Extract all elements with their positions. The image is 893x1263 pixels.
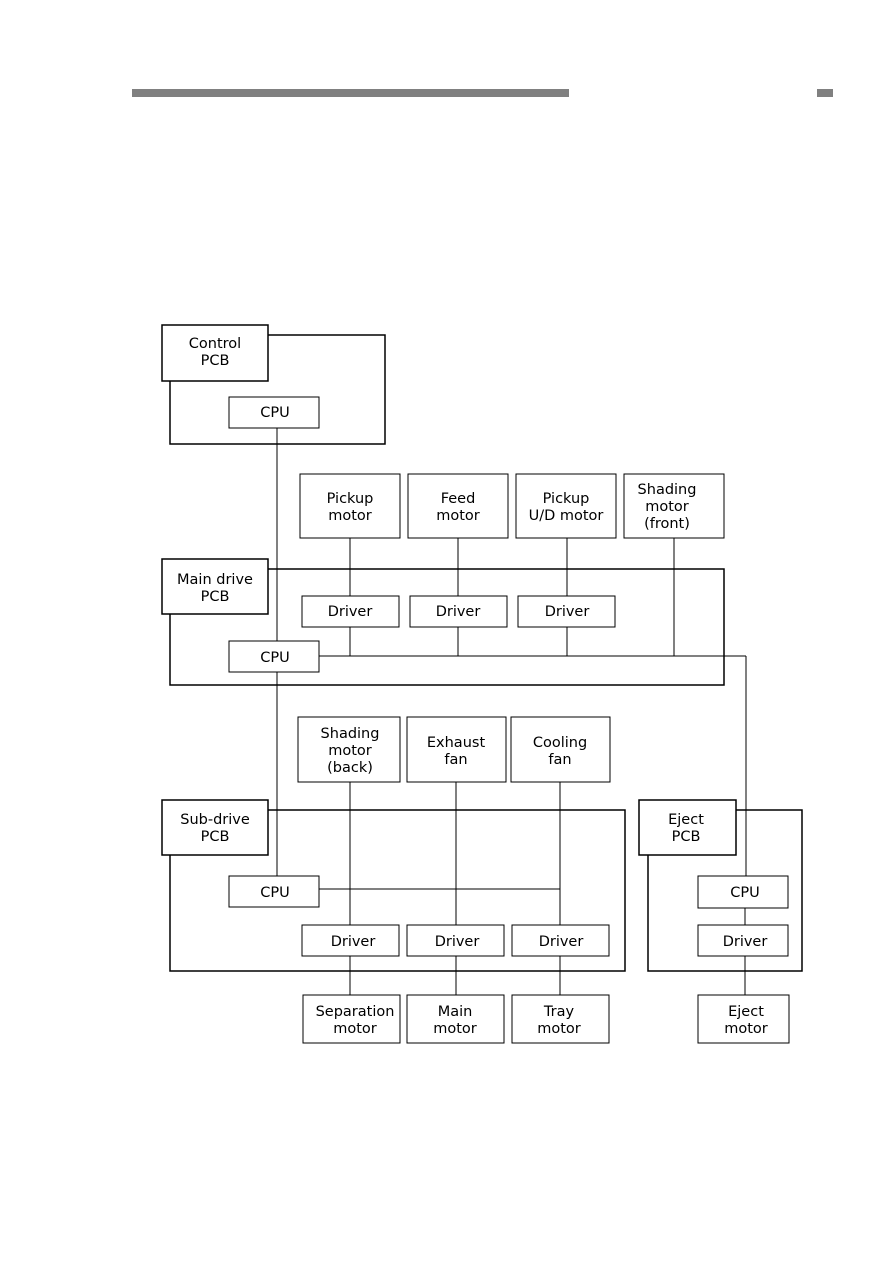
- shading-motor-front-box: [623, 473, 725, 539]
- control-cpu-box: [228, 396, 320, 429]
- eject-pcb-label-box: [638, 799, 737, 856]
- main-driver-box: [409, 595, 508, 628]
- sub-driver-box: [406, 924, 505, 957]
- eject-cpu-box: [697, 875, 789, 909]
- sub-drive-pcb-frame: [169, 809, 626, 972]
- eject-driver-label: Driver: [723, 934, 768, 950]
- control-pcb-label-box: [161, 324, 269, 382]
- cooling-fan-box: [510, 716, 611, 783]
- control-cpu-label: CPU: [260, 405, 289, 421]
- sub-cpu-box: [228, 875, 320, 908]
- main-cpu-label: CPU: [260, 650, 289, 666]
- exhaust-fan-box: [406, 716, 507, 783]
- separation-motor-box: [302, 994, 401, 1044]
- main-driver-label: Driver: [545, 604, 590, 620]
- eject-cpu-label: CPU: [730, 885, 759, 901]
- main-motor-box: [406, 994, 505, 1044]
- header-rule-long: [132, 89, 569, 97]
- sub-cpu-label: CPU: [260, 885, 289, 901]
- sub-driver-label: Driver: [539, 934, 584, 950]
- header-rule-short: [817, 89, 833, 97]
- sub-driver-label: Driver: [331, 934, 376, 950]
- tray-motor-box: [511, 994, 610, 1044]
- eject-motor-box: [697, 994, 790, 1044]
- sub-driver-box: [511, 924, 610, 957]
- feed-motor-box: [407, 473, 509, 539]
- main-driver-label: Driver: [436, 604, 481, 620]
- main-cpu-box: [228, 640, 320, 673]
- connection-lines: [276, 428, 747, 995]
- main-drive-pcb-label-box: [161, 558, 269, 615]
- main-driver-box: [301, 595, 400, 628]
- main-driver-box: [517, 595, 616, 628]
- main-driver-label: Driver: [328, 604, 373, 620]
- main-drive-pcb-frame: [169, 568, 725, 686]
- eject-driver-box: [697, 924, 789, 957]
- sub-driver-label: Driver: [435, 934, 480, 950]
- sub-drive-pcb-label-box: [161, 799, 269, 856]
- control-pcb-frame: [169, 334, 386, 445]
- pickup-motor-box: [299, 473, 401, 539]
- sub-driver-box: [301, 924, 400, 957]
- shading-motor-back-box: [297, 716, 401, 783]
- pickup-ud-motor-box: [515, 473, 617, 539]
